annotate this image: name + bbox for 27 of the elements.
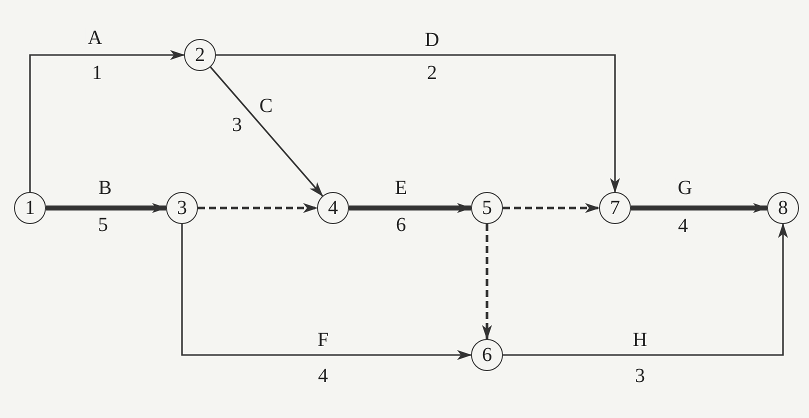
event-number: 2	[195, 44, 205, 66]
event-number: 5	[482, 196, 492, 220]
arrow	[210, 66, 324, 197]
event-circle	[184, 39, 216, 71]
event-number: 3	[177, 196, 187, 220]
event-number: 6	[482, 344, 492, 366]
event-circle	[317, 192, 349, 224]
arrow	[181, 224, 472, 360]
arrow	[29, 50, 185, 192]
event-number: 8	[778, 196, 788, 220]
event-number: 4	[328, 196, 338, 220]
arrow	[349, 203, 472, 213]
event-number: 7	[610, 196, 620, 220]
event-circle	[599, 192, 631, 224]
event-circle	[166, 192, 198, 224]
event-circle	[14, 192, 46, 224]
arrow	[503, 223, 788, 356]
dashed-arrow	[503, 203, 600, 213]
arrow	[46, 203, 167, 213]
event-circle	[471, 192, 503, 224]
event-number: 1	[25, 196, 35, 220]
arrow	[216, 54, 620, 193]
arrow	[631, 203, 768, 213]
dashed-arrow	[198, 203, 318, 213]
event-circle	[471, 339, 503, 371]
dashed-arrow	[482, 224, 492, 340]
event-circle	[767, 192, 799, 224]
